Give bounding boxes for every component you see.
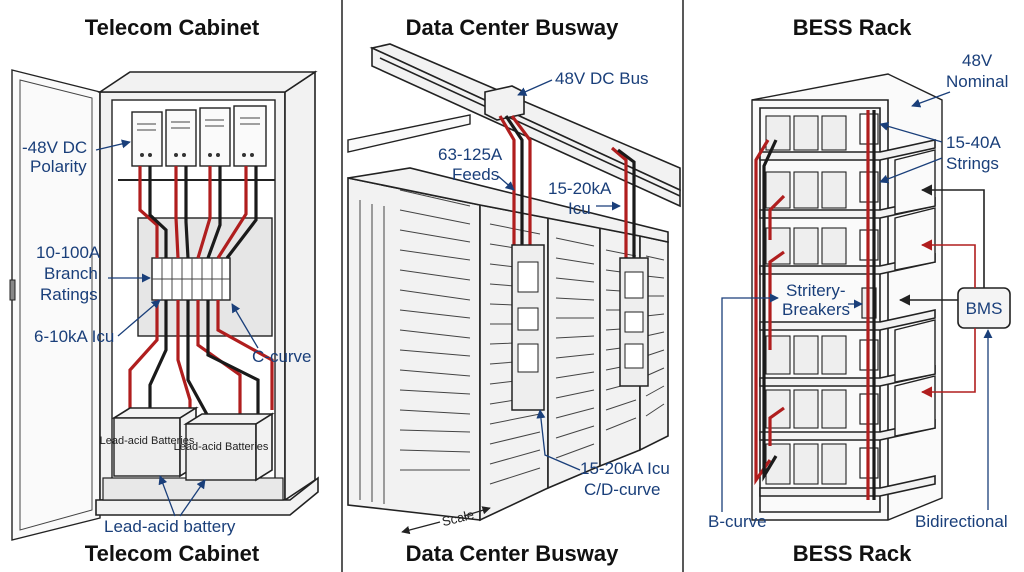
bess-modules: [765, 115, 847, 485]
label-c-curve: C-curve: [252, 347, 312, 366]
busway-title-bottom: Data Center Busway: [406, 541, 620, 566]
rectifier-modules: [131, 105, 267, 167]
busway-title-top: Data Center Busway: [406, 15, 620, 40]
panel-bess-rack: BESS Rack BESS Rack: [708, 15, 1011, 566]
telecom-title-top: Telecom Cabinet: [85, 15, 260, 40]
battery-text-left: Lead-acid Batteries: [100, 435, 195, 447]
label-battery-caption: Lead-acid battery: [104, 517, 236, 536]
telecom-title-bottom: Telecom Cabinet: [85, 541, 260, 566]
cabinet-drawing: Lead-acid Batteries Lead-acid Batteries: [9, 69, 319, 541]
busway-drawing: [347, 43, 681, 522]
label-b-curve: B-curve: [708, 512, 767, 531]
label-breakers: Stritery-Breakers: [782, 281, 850, 319]
panel-data-center-busway: Data Center Busway Data Center Busway: [347, 15, 681, 566]
label-icu: 6-10kA Icu: [34, 327, 114, 346]
battery-text-right: Lead-acid Batteries: [174, 441, 269, 453]
bms-label: BMS: [966, 299, 1003, 318]
panel-telecom-cabinet: Telecom Cabinet Telecom Cabinet: [9, 15, 319, 566]
bms-unit: BMS: [957, 287, 1011, 329]
battery-bank: Lead-acid Batteries Lead-acid Batteries: [100, 406, 275, 482]
bess-title-top: BESS Rack: [793, 15, 912, 40]
bess-title-bottom: BESS Rack: [793, 541, 912, 566]
label-bidirectional: Bidirectional: [915, 512, 1008, 531]
bess-rack-drawing: [751, 73, 943, 521]
label-bus: 48V DC Bus: [555, 69, 649, 88]
bess-shelves: [759, 139, 936, 497]
tapoff-unit-1: [511, 244, 545, 411]
tapoff-unit-2: [619, 257, 649, 387]
